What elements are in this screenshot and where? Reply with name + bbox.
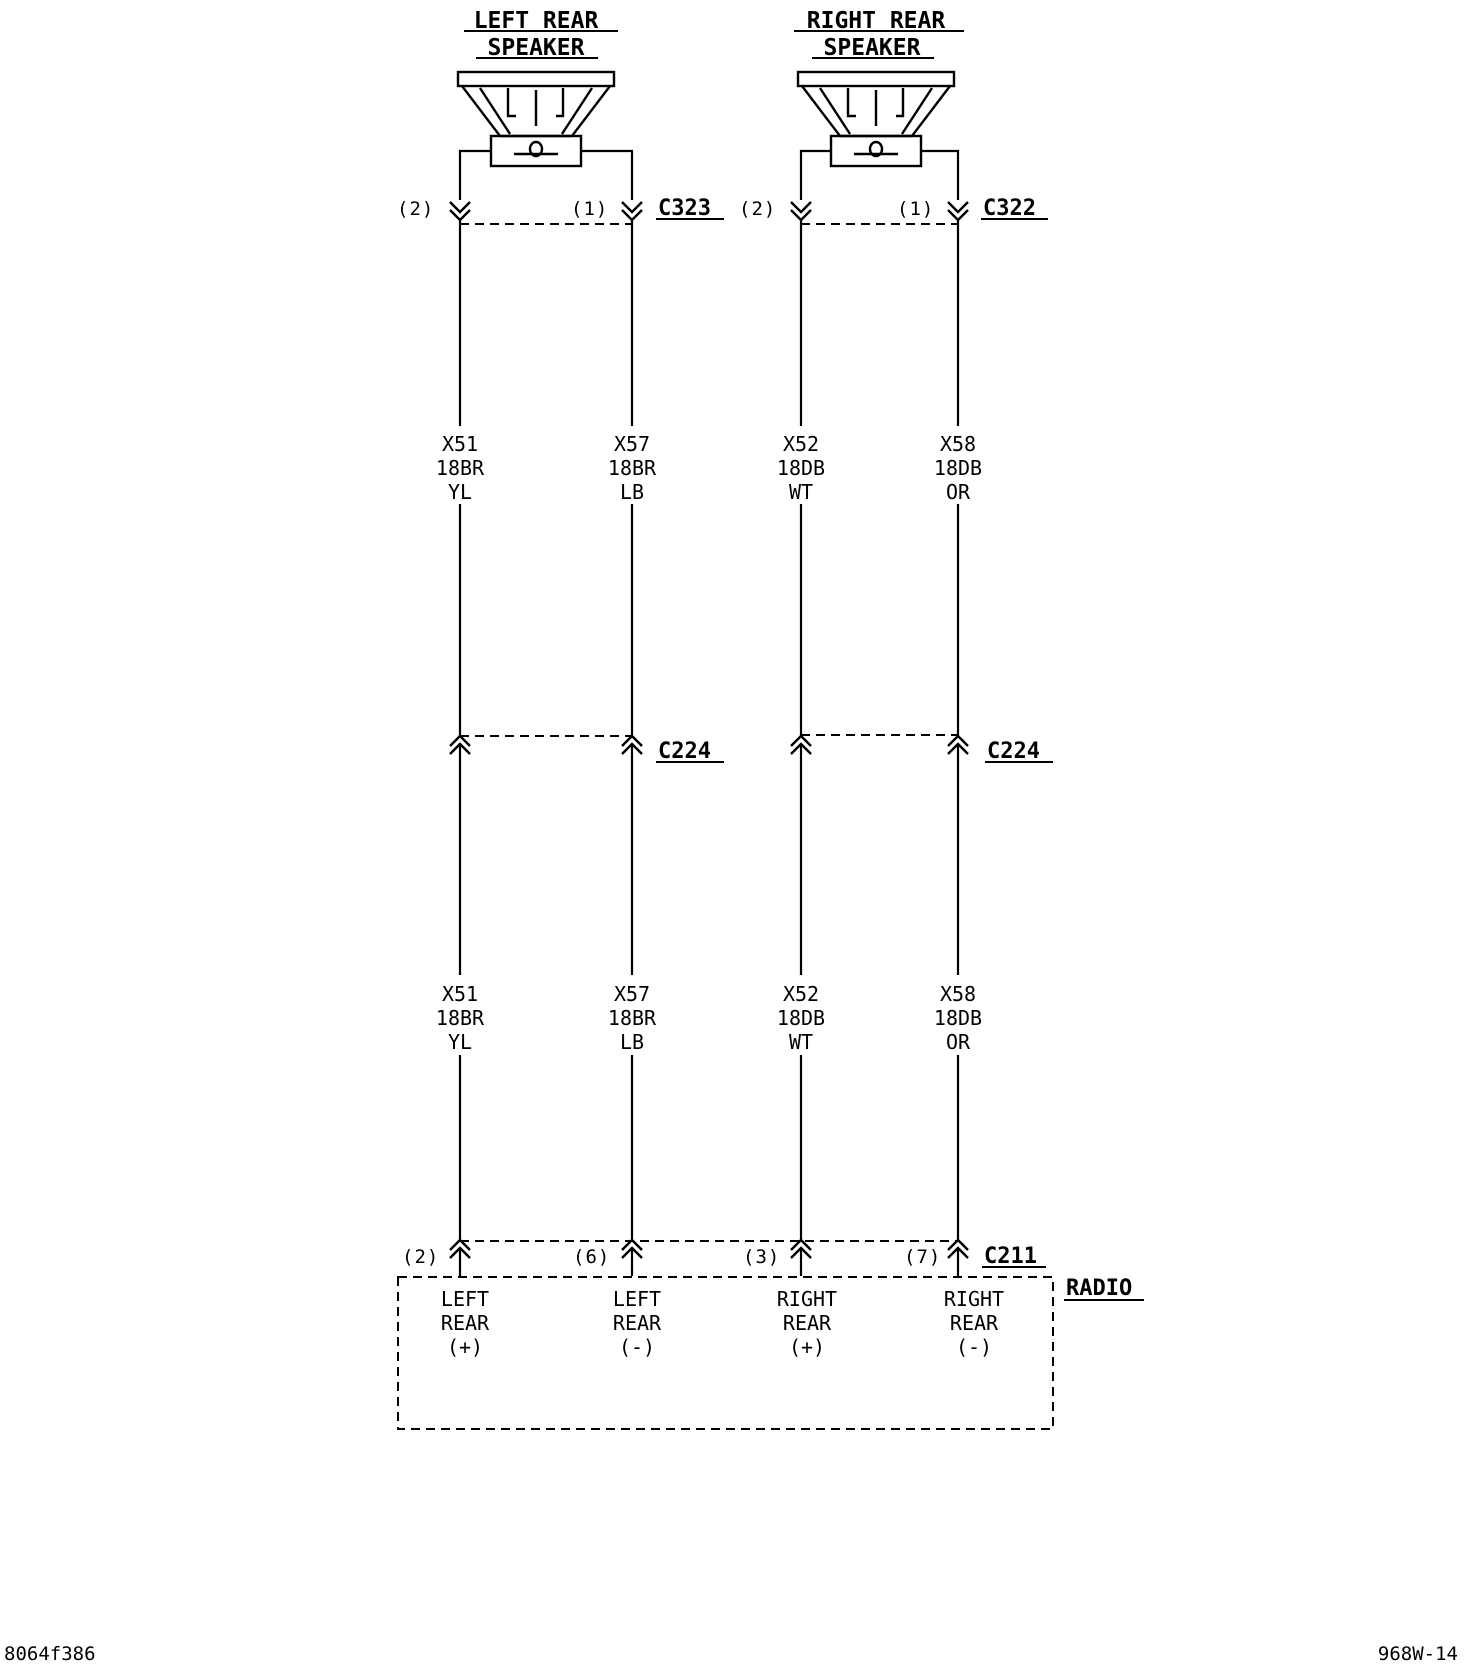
svg-text:WT: WT xyxy=(789,480,813,504)
left-rear-speaker: LEFT REAR SPEAKER xyxy=(456,8,618,168)
upper-wire-label-x57: X57 18BR LB xyxy=(608,432,657,504)
svg-text:X52: X52 xyxy=(783,432,819,456)
footer-left-code: 8064f386 xyxy=(4,1643,96,1665)
svg-text:OR: OR xyxy=(946,480,971,504)
svg-text:LB: LB xyxy=(620,480,644,504)
pin-label: (6) xyxy=(573,1246,610,1268)
svg-text:LB: LB xyxy=(620,1030,644,1054)
connector-c211: (2) (6) (3) (7) C211 xyxy=(402,1238,1046,1276)
svg-text:18BR: 18BR xyxy=(608,1006,657,1030)
svg-text:18BR: 18BR xyxy=(436,1006,485,1030)
svg-text:X51: X51 xyxy=(442,432,478,456)
speaker-icon xyxy=(456,70,616,168)
terminal-left-rear-plus: LEFT REAR (+) xyxy=(441,1287,490,1359)
svg-text:X58: X58 xyxy=(940,432,976,456)
svg-text:(-): (-) xyxy=(619,1335,655,1359)
pin-label: (2) xyxy=(402,1246,439,1268)
svg-text:REAR: REAR xyxy=(613,1311,662,1335)
upper-wires xyxy=(458,220,960,736)
svg-text:YL: YL xyxy=(448,480,472,504)
svg-text:LEFT: LEFT xyxy=(613,1287,661,1311)
svg-text:X51: X51 xyxy=(442,982,478,1006)
radio-module: RADIO LEFT REAR (+) LEFT REAR (-) RIGHT … xyxy=(397,1276,1144,1430)
lower-wire-label-x52: X52 18DB WT xyxy=(777,982,825,1054)
svg-text:18BR: 18BR xyxy=(436,456,485,480)
right-speaker-title-line2: SPEAKER xyxy=(824,35,921,61)
pin-label: (1) xyxy=(897,198,934,220)
svg-text:RIGHT: RIGHT xyxy=(777,1287,837,1311)
svg-text:18BR: 18BR xyxy=(608,456,657,480)
upper-wire-label-x51: X51 18BR YL xyxy=(436,432,485,504)
svg-text:(+): (+) xyxy=(789,1335,825,1359)
upper-wire-label-x52: X52 18DB WT xyxy=(777,432,825,504)
terminal-left-rear-minus: LEFT REAR (-) xyxy=(613,1287,662,1359)
lower-wire-label-x58: X58 18DB OR xyxy=(934,982,982,1054)
left-speaker-title-line1: LEFT REAR xyxy=(474,8,599,34)
connector-c323: (2) (1) C323 xyxy=(397,196,724,225)
svg-text:REAR: REAR xyxy=(950,1311,999,1335)
svg-text:18DB: 18DB xyxy=(934,456,982,480)
right-rear-speaker: RIGHT REAR SPEAKER xyxy=(794,8,964,168)
connector-label-c211: C211 xyxy=(984,1244,1037,1269)
svg-text:X57: X57 xyxy=(614,432,650,456)
left-speaker-title-line2: SPEAKER xyxy=(488,35,585,61)
svg-text:X52: X52 xyxy=(783,982,819,1006)
connector-c322: (2) (1) C322 xyxy=(739,196,1048,225)
terminal-right-rear-minus: RIGHT REAR (-) xyxy=(944,1287,1004,1359)
svg-text:18DB: 18DB xyxy=(777,456,825,480)
lower-wires xyxy=(458,744,960,1240)
speaker-leads xyxy=(458,149,960,200)
svg-text:18DB: 18DB xyxy=(934,1006,982,1030)
radio-title: RADIO xyxy=(1066,1276,1132,1301)
connector-c224-right: C224 xyxy=(790,734,1053,764)
connector-label-c224: C224 xyxy=(658,739,711,764)
svg-text:YL: YL xyxy=(448,1030,472,1054)
upper-wire-label-x58: X58 18DB OR xyxy=(934,432,982,504)
svg-text:(+): (+) xyxy=(447,1335,483,1359)
svg-text:RIGHT: RIGHT xyxy=(944,1287,1004,1311)
svg-text:OR: OR xyxy=(946,1030,971,1054)
svg-text:WT: WT xyxy=(789,1030,813,1054)
svg-text:REAR: REAR xyxy=(783,1311,832,1335)
lower-wire-label-x51: X51 18BR YL xyxy=(436,982,485,1054)
footer-right-code: 968W-14 xyxy=(1377,1643,1458,1665)
svg-text:X58: X58 xyxy=(940,982,976,1006)
pin-label: (2) xyxy=(739,198,776,220)
pin-label: (1) xyxy=(571,198,608,220)
pin-label: (3) xyxy=(743,1246,780,1268)
pin-label: (2) xyxy=(397,198,434,220)
connector-label-c322: C322 xyxy=(983,196,1036,221)
lower-wire-label-x57: X57 18BR LB xyxy=(608,982,657,1054)
svg-text:LEFT: LEFT xyxy=(441,1287,489,1311)
svg-text:(-): (-) xyxy=(956,1335,992,1359)
pin-label: (7) xyxy=(904,1246,941,1268)
connector-label-c224: C224 xyxy=(987,739,1040,764)
terminal-right-rear-plus: RIGHT REAR (+) xyxy=(777,1287,837,1359)
connector-c224-left: C224 xyxy=(449,734,724,764)
right-speaker-title-line1: RIGHT REAR xyxy=(807,8,946,34)
svg-text:18DB: 18DB xyxy=(777,1006,825,1030)
svg-text:X57: X57 xyxy=(614,982,650,1006)
connector-label-c323: C323 xyxy=(658,196,711,221)
svg-text:REAR: REAR xyxy=(441,1311,490,1335)
